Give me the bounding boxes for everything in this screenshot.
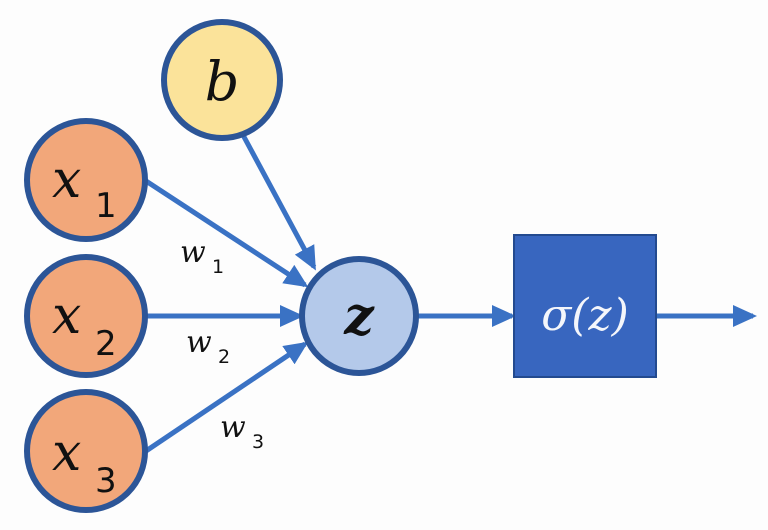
bias-node: b	[161, 19, 283, 141]
input-sub-x3: 3	[95, 461, 117, 501]
activation-label: σ(z)	[541, 290, 629, 341]
input-node-x1: x 1	[24, 118, 148, 242]
weight-w3-base: w	[220, 410, 246, 445]
activation-box: σ(z)	[513, 234, 657, 378]
weight-w1-base: w	[180, 235, 206, 270]
input-label-x3: x	[52, 423, 81, 483]
bias-label: b	[205, 50, 240, 113]
edge-x1-z	[144, 178, 309, 288]
weight-w2-sub: 2	[218, 346, 230, 368]
weight-w2-base: w	[186, 325, 212, 360]
weight-w1-sub: 1	[212, 256, 224, 278]
input-label-x1: x	[52, 150, 81, 210]
weight-label-w1: w 1	[180, 235, 224, 278]
input-sub-x2: 2	[95, 324, 117, 364]
sum-label: z	[343, 286, 375, 347]
sum-node: z	[299, 256, 419, 376]
input-node-x2: x 2	[24, 254, 148, 378]
input-node-x3: x 3	[24, 389, 148, 513]
input-label-x2: x	[52, 286, 81, 346]
weight-label-w2: w 2	[186, 325, 230, 368]
edge-b-z	[240, 133, 317, 271]
weight-label-w3: w 3	[220, 410, 264, 453]
weight-w3-sub: 3	[252, 431, 264, 453]
input-sub-x1: 1	[95, 186, 117, 226]
edge-x3-z	[144, 341, 309, 454]
